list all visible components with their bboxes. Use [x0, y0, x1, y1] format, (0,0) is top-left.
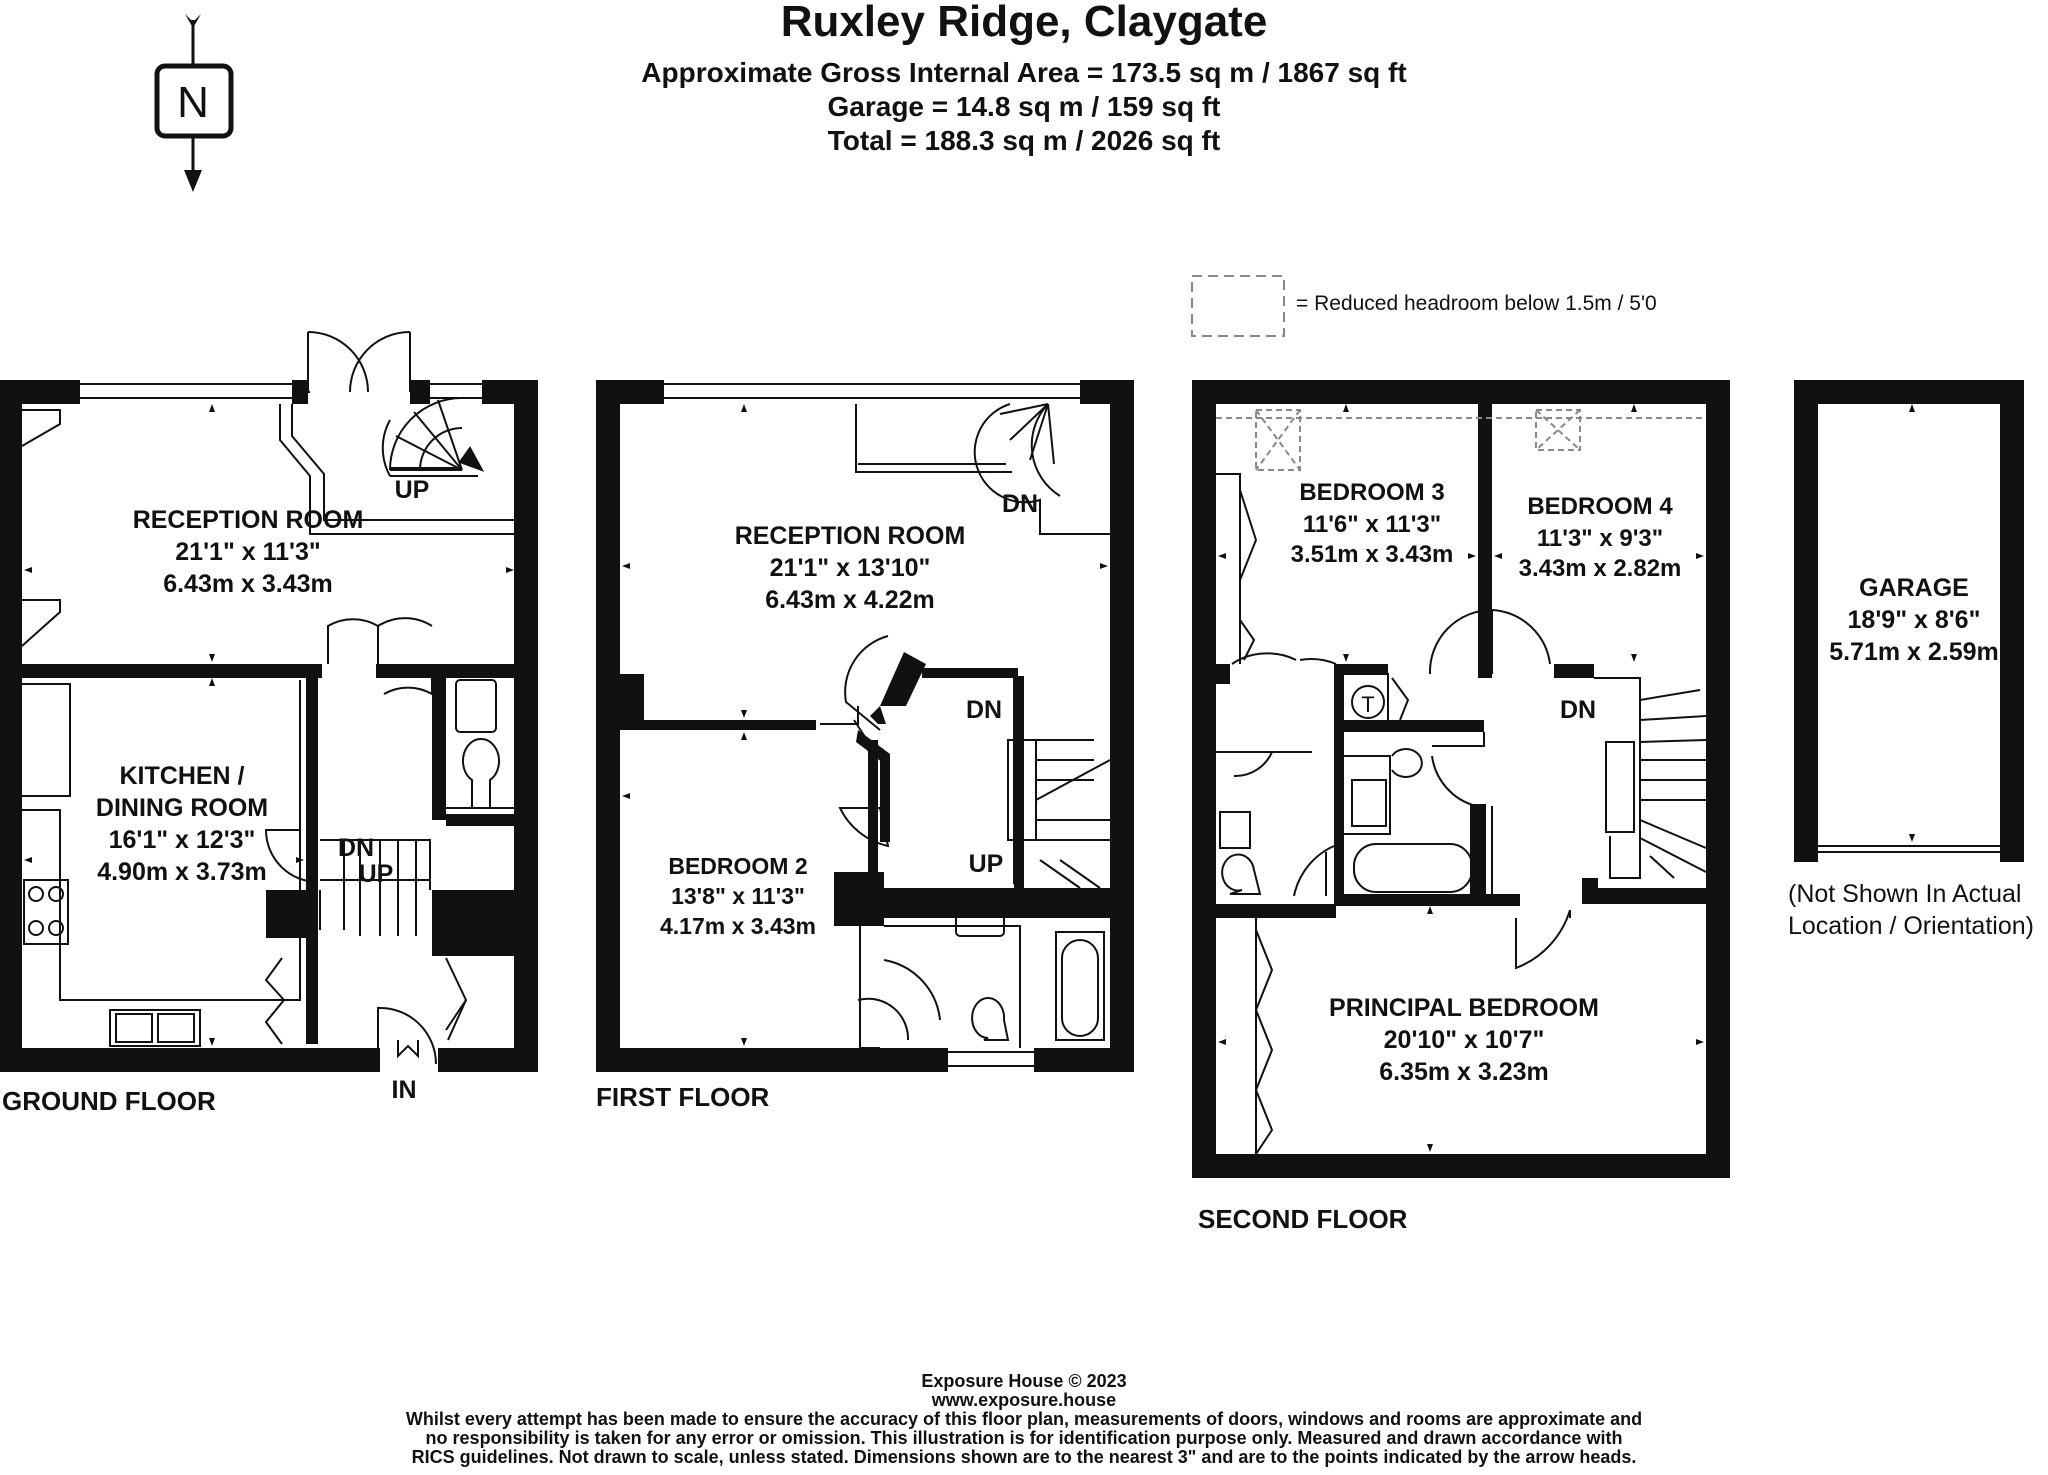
- second-floor-plan: BEDROOM 3 11'6" x 11'3" 3.51m x 3.43m BE…: [1192, 380, 1730, 1234]
- ground-floor-plan: RECEPTION ROOM 21'1" x 11'3" 6.43m x 3.4…: [0, 331, 538, 1116]
- bedroom-3-imperial: 11'6" x 11'3": [1303, 511, 1441, 538]
- first-floor-label: FIRST FLOOR: [596, 1082, 770, 1112]
- kitchen-metric: 4.90m x 3.73m: [97, 858, 267, 886]
- gross-area-line: Approximate Gross Internal Area = 173.5 …: [641, 57, 1407, 88]
- first-up-label: UP: [969, 850, 1004, 878]
- legend-label: = Reduced headroom below 1.5m / 5'0: [1296, 292, 1657, 315]
- first-dn-spiral-label: DN: [1002, 490, 1038, 518]
- first-floor-plan: RECEPTION ROOM 21'1" x 13'10" 6.43m x 4.…: [596, 380, 1134, 1112]
- footer: Exposure House © 2023 www.exposure.house…: [0, 1372, 2048, 1467]
- entrance-label: IN: [392, 1076, 417, 1104]
- garage-area-line: Garage = 14.8 sq m / 159 sq ft: [827, 91, 1221, 122]
- ground-dn-label: DN: [338, 834, 374, 862]
- first-dn-label: DN: [966, 696, 1002, 724]
- bedroom-2-imperial: 13'8" x 11'3": [671, 883, 805, 909]
- page-title: Ruxley Ridge, Claygate: [780, 0, 1268, 46]
- spiral-stair-icon: [389, 397, 485, 472]
- bedroom-4-metric: 3.43m x 2.82m: [1519, 555, 1682, 582]
- garage-name: GARAGE: [1859, 574, 1969, 602]
- ground-reception-imperial: 21'1" x 11'3": [175, 538, 320, 566]
- first-reception-imperial: 21'1" x 13'10": [770, 554, 931, 582]
- ground-up-stair-label: UP: [395, 476, 430, 504]
- compass-icon: N: [154, 14, 234, 192]
- second-floor-label: SECOND FLOOR: [1198, 1204, 1408, 1234]
- website-text: www.exposure.house: [931, 1390, 1117, 1410]
- bedroom-3-name: BEDROOM 3: [1299, 479, 1444, 506]
- garage-note-line1: (Not Shown In Actual: [1788, 880, 2021, 908]
- kitchen-name-line2: DINING ROOM: [96, 794, 268, 822]
- legend-swatch: [1191, 275, 1285, 337]
- bedroom-4-imperial: 11'3" x 9'3": [1537, 525, 1663, 552]
- principal-bedroom-imperial: 20'10" x 10'7": [1384, 1026, 1545, 1054]
- garage-plan: GARAGE 18'9" x 8'6" 5.71m x 2.59m (Not S…: [1788, 380, 2034, 940]
- disclaimer-line-2: no responsibility is taken for any error…: [425, 1428, 1623, 1448]
- total-area-line: Total = 188.3 sq m / 2026 sq ft: [827, 125, 1221, 156]
- principal-bedroom-name: PRINCIPAL BEDROOM: [1329, 994, 1599, 1022]
- garage-metric: 5.71m x 2.59m: [1829, 638, 1999, 666]
- first-reception-name: RECEPTION ROOM: [735, 522, 966, 550]
- ground-floor-label: GROUND FLOOR: [2, 1086, 216, 1116]
- first-reception-metric: 6.43m x 4.22m: [765, 586, 935, 614]
- disclaimer-line-1: Whilst every attempt has been made to en…: [405, 1409, 1643, 1429]
- compass-letter: N: [177, 78, 209, 127]
- kitchen-imperial: 16'1" x 12'3": [109, 826, 256, 854]
- garage-imperial: 18'9" x 8'6": [1848, 606, 1981, 634]
- kitchen-name-line1: KITCHEN /: [120, 762, 245, 790]
- garage-note-line2: Location / Orientation): [1788, 912, 2034, 940]
- tank-label: T: [1361, 692, 1374, 717]
- ground-reception-name: RECEPTION ROOM: [133, 506, 364, 534]
- ground-reception-metric: 6.43m x 3.43m: [163, 570, 333, 598]
- second-dn-label: DN: [1560, 696, 1596, 724]
- bedroom-4-name: BEDROOM 4: [1527, 493, 1673, 520]
- bedroom-2-name: BEDROOM 2: [668, 853, 807, 879]
- ground-up-label: UP: [359, 860, 394, 888]
- bedroom-3-metric: 3.51m x 3.43m: [1291, 541, 1454, 568]
- bedroom-2-metric: 4.17m x 3.43m: [660, 913, 816, 939]
- disclaimer-line-3: RICS guidelines. Not drawn to scale, unl…: [411, 1447, 1637, 1467]
- principal-bedroom-metric: 6.35m x 3.23m: [1379, 1058, 1549, 1086]
- copyright-text: Exposure House © 2023: [921, 1371, 1127, 1391]
